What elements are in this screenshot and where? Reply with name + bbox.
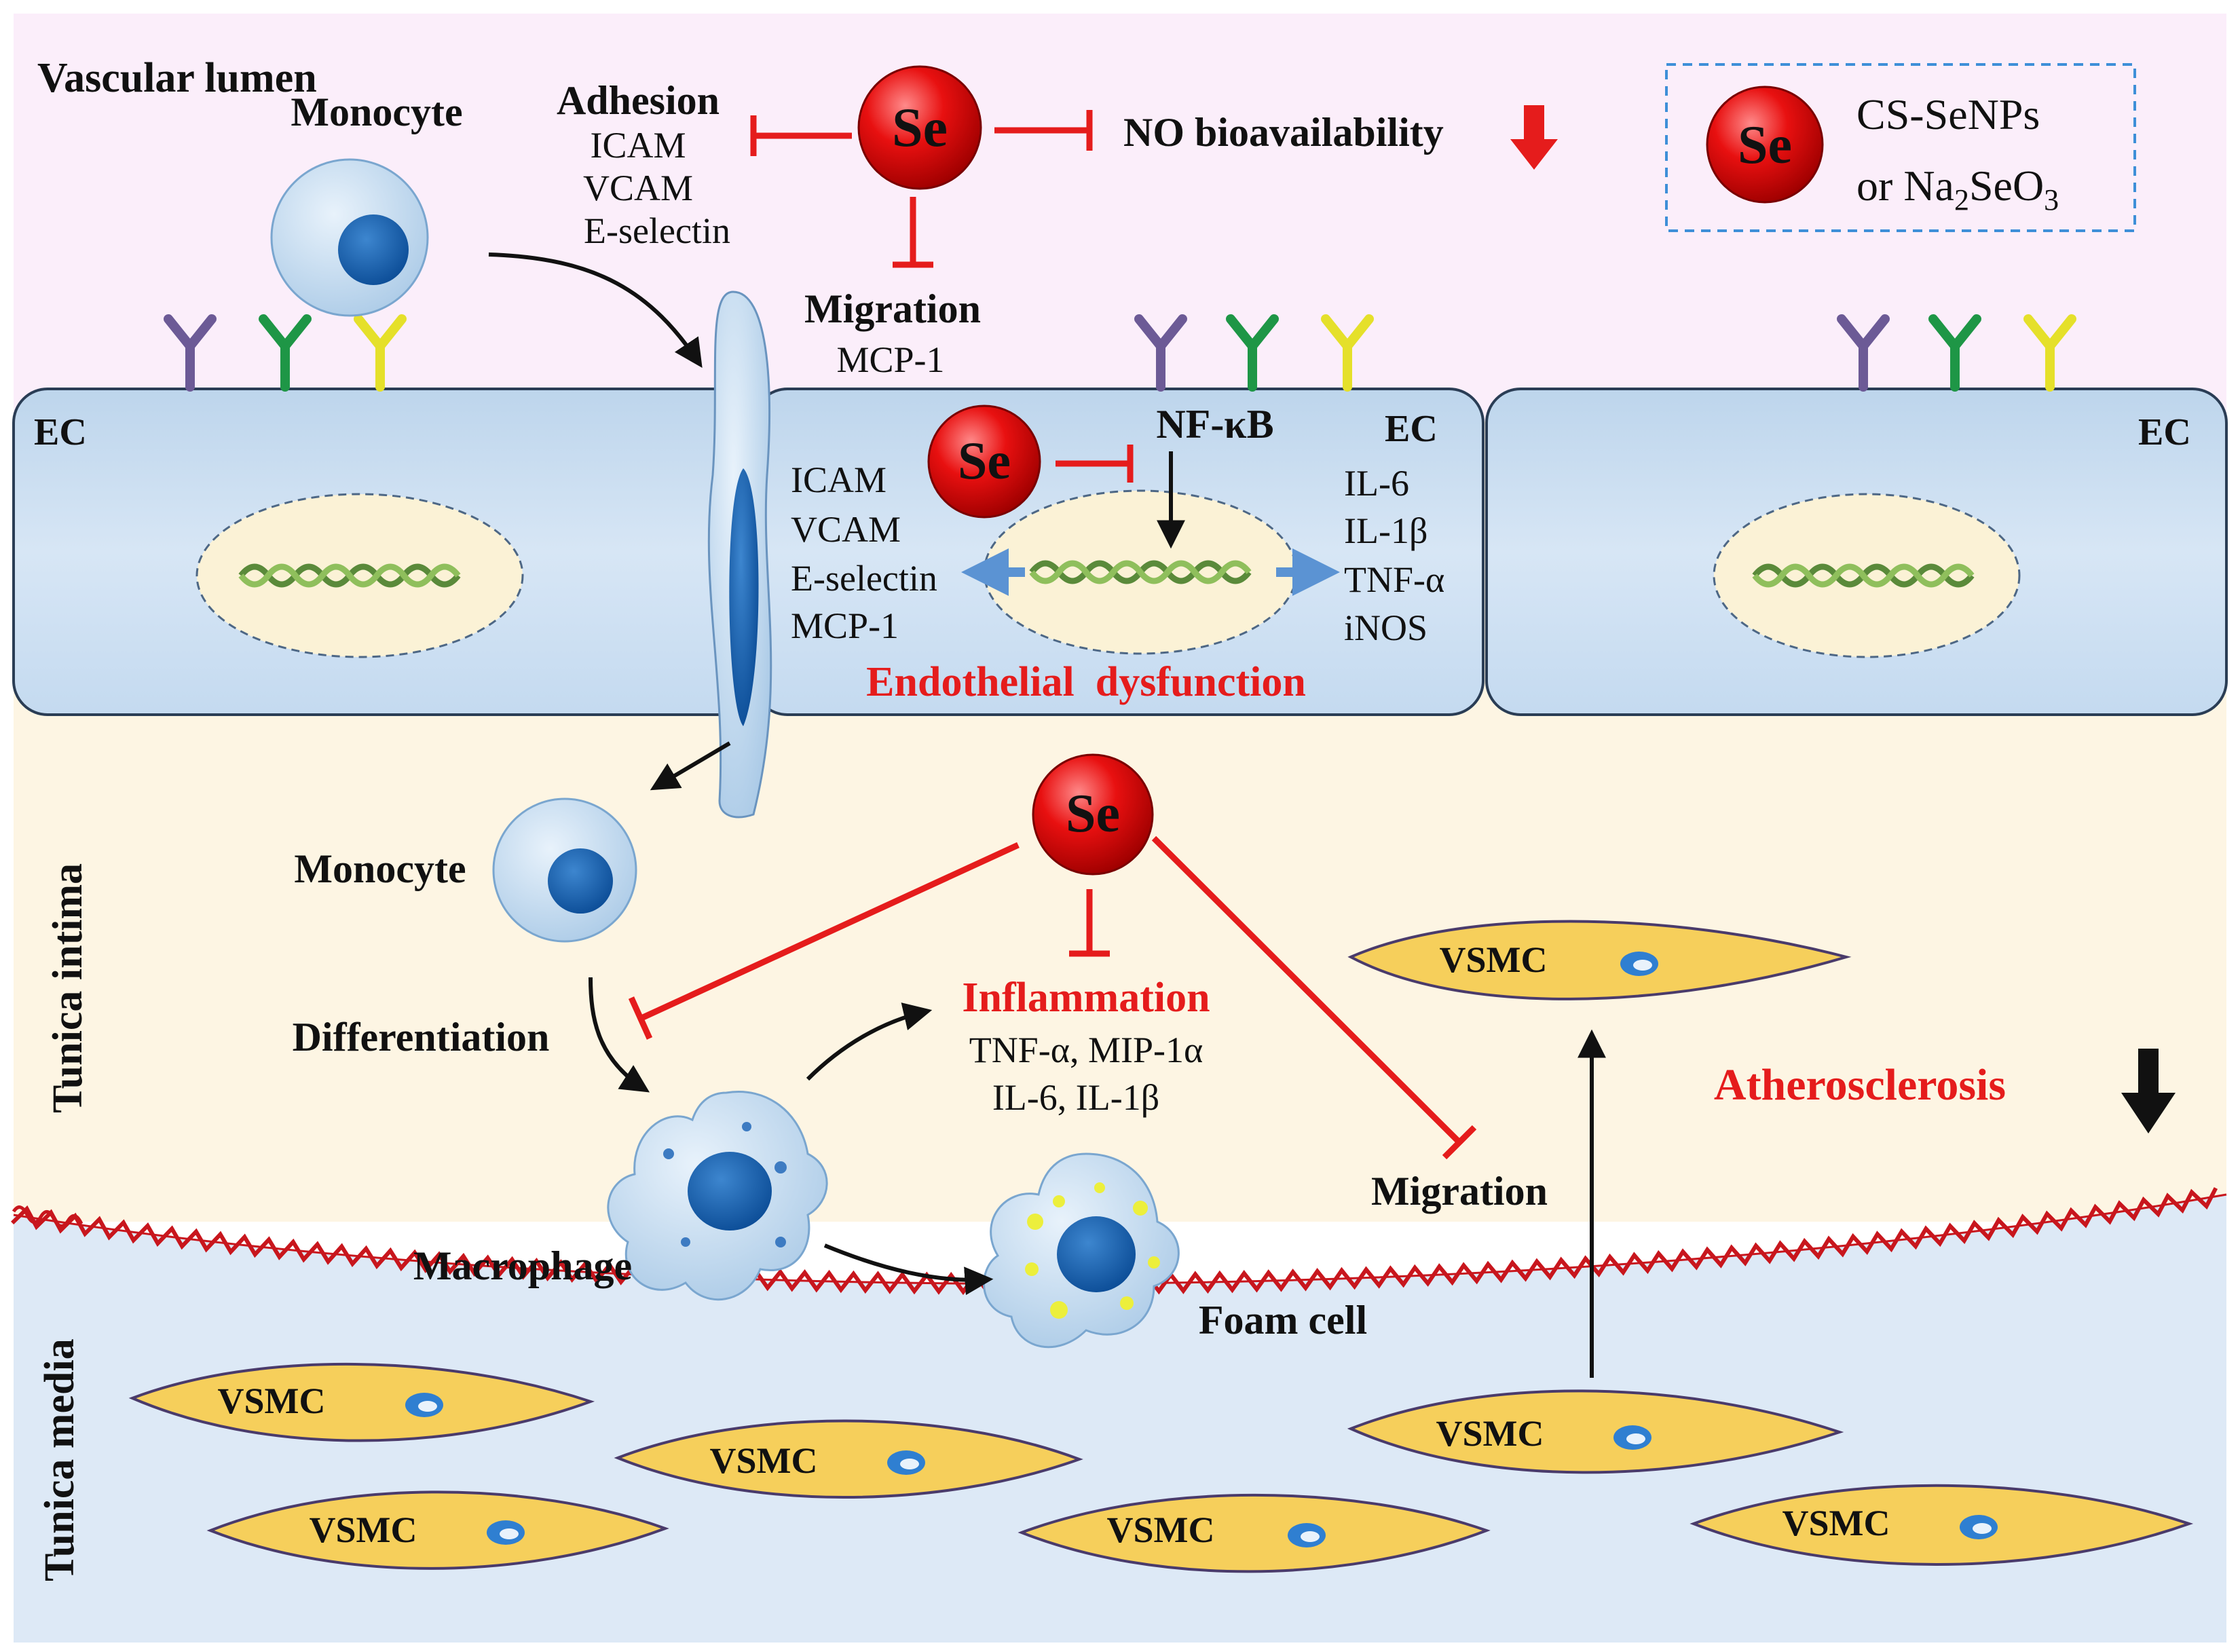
ec-label-right: EC bbox=[2138, 411, 2191, 453]
decrease-arrow-icon bbox=[1510, 105, 1558, 170]
receptor-icon bbox=[1321, 314, 1374, 392]
arrow-macrophage-to-foam bbox=[823, 1243, 994, 1296]
legend: Se CS-SeNPs or Na2SeO3 bbox=[1665, 63, 2136, 232]
ec-left-item-vcam: VCAM bbox=[791, 509, 901, 550]
monocyte-top bbox=[270, 158, 429, 317]
ec-nucleus-right bbox=[1713, 493, 2021, 658]
arrow-ec-to-monocyte bbox=[650, 741, 731, 791]
inflammation-label: Inflammation bbox=[962, 975, 1210, 1021]
migration-top-label: Migration bbox=[804, 286, 981, 331]
ec-right-item-inos: iNOS bbox=[1344, 607, 1427, 648]
inhibit-adhesion bbox=[750, 115, 852, 156]
migration-intima-label: Migration bbox=[1371, 1169, 1548, 1214]
se-ec-icon bbox=[927, 405, 1041, 519]
vsmc-cells: VSMC VSMC VSMC VSMC VSMC bbox=[128, 920, 2194, 1573]
se-intima-icon bbox=[1032, 753, 1154, 876]
receptor-icon bbox=[354, 314, 407, 392]
monocyte-intima bbox=[492, 797, 637, 943]
inhibit-nfkb bbox=[1056, 445, 1134, 483]
vsmc-cell: VSMC bbox=[1018, 1493, 1491, 1573]
adhesion-item-icam: ICAM bbox=[590, 125, 686, 166]
vsmc-label: VSMC bbox=[710, 1440, 818, 1481]
adhesion-item-eselectin: E-selectin bbox=[584, 210, 730, 251]
ec-left-item-mcp1: MCP-1 bbox=[791, 605, 899, 646]
inhibit-no-bioavailability bbox=[994, 110, 1093, 151]
atherosclerosis-decrease-arrow-icon bbox=[2121, 1049, 2176, 1133]
receptors bbox=[164, 314, 2076, 392]
transmigrating-monocyte bbox=[707, 290, 772, 819]
se-top-icon bbox=[857, 65, 982, 190]
vsmc-cell: VSMC bbox=[206, 1490, 669, 1570]
se-top-label: Se bbox=[892, 96, 948, 158]
atherosclerosis-label: Atherosclerosis bbox=[1714, 1060, 2006, 1110]
no-bioavailability-label: NO bioavailability bbox=[1123, 110, 1444, 155]
dna-icon bbox=[238, 563, 461, 588]
foam-cell bbox=[983, 1152, 1180, 1349]
legend-line2: or Na2SeO3 bbox=[1856, 162, 2059, 217]
mcp-top-label: MCP-1 bbox=[836, 339, 944, 380]
vsmc-label: VSMC bbox=[1107, 1509, 1215, 1550]
legend-line1: CS-SeNPs bbox=[1856, 90, 2040, 138]
ec-right-item-tnfa: TNF-α bbox=[1344, 559, 1444, 600]
receptor-icon bbox=[1837, 314, 1890, 392]
inhibit-differentiation bbox=[628, 842, 1020, 1040]
ec-nucleus-left bbox=[195, 493, 524, 658]
ec-right-item-il1b: IL-1β bbox=[1344, 510, 1427, 551]
inhibit-inflammation bbox=[1069, 889, 1110, 957]
receptor-icon bbox=[1134, 314, 1187, 392]
ec-right-item-il6: IL-6 bbox=[1344, 463, 1409, 504]
tunica-media-label: Tunica media bbox=[37, 1338, 83, 1581]
vsmc-label: VSMC bbox=[218, 1381, 326, 1421]
ec-nucleus-middle bbox=[983, 489, 1298, 655]
vsmc-label: VSMC bbox=[1440, 939, 1548, 980]
vsmc-label: VSMC bbox=[1436, 1413, 1544, 1454]
endothelial-dysfunction-label: Endothelial dysfunction bbox=[866, 659, 1306, 705]
cytokines-line1: TNF-α, MIP-1α bbox=[969, 1030, 1203, 1070]
nfkb-label: NF-κB bbox=[1156, 402, 1273, 447]
dna-icon bbox=[1029, 560, 1252, 584]
arrow-differentiation bbox=[589, 977, 650, 1093]
arrow-monocyte-to-ec bbox=[488, 252, 703, 368]
receptor-icon bbox=[259, 314, 312, 392]
ec-label-middle: EC bbox=[1385, 408, 1438, 450]
legend-box bbox=[1665, 63, 2136, 232]
ec-left-item-eselectin: E-selectin bbox=[791, 558, 937, 599]
receptor-icon bbox=[1226, 314, 1279, 392]
vsmc-label: VSMC bbox=[1782, 1503, 1890, 1543]
vsmc-cell: VSMC bbox=[1347, 920, 1852, 1000]
monocyte-intima-label: Monocyte bbox=[294, 846, 466, 891]
inhibit-migration-top bbox=[893, 197, 933, 268]
adhesion-item-vcam: VCAM bbox=[583, 168, 693, 208]
foam-cell-label: Foam cell bbox=[1199, 1298, 1367, 1343]
vsmc-cell: VSMC bbox=[614, 1419, 1083, 1499]
macrophage-cell bbox=[607, 1091, 828, 1301]
vsmc-label: VSMC bbox=[310, 1509, 417, 1550]
vsmc-cell: VSMC bbox=[1347, 1389, 1844, 1474]
dna-icon bbox=[1752, 563, 1975, 588]
tunica-intima-label: Tunica intima bbox=[45, 863, 91, 1113]
vascular-lumen-label: Vascular lumen bbox=[37, 55, 317, 101]
vsmc-cell: VSMC bbox=[1690, 1484, 2194, 1566]
legend-se-symbol: Se bbox=[1738, 115, 1792, 175]
se-ec-label: Se bbox=[958, 431, 1011, 490]
receptor-icon bbox=[2023, 314, 2076, 392]
inhibit-vsmc-migration bbox=[1151, 836, 1477, 1160]
cytokines-line2: IL-6, IL-1β bbox=[992, 1077, 1159, 1118]
monocyte-top-label: Monocyte bbox=[291, 90, 462, 134]
ec-left-item-icam: ICAM bbox=[791, 459, 886, 500]
arrow-macrophage-to-inflammation bbox=[806, 1002, 933, 1081]
ec-label-left: EC bbox=[34, 411, 87, 453]
adhesion-label: Adhesion bbox=[557, 78, 720, 123]
receptor-icon bbox=[1928, 314, 1981, 392]
vsmc-cell: VSMC bbox=[128, 1362, 595, 1442]
receptor-icon bbox=[164, 314, 217, 392]
differentiation-label: Differentiation bbox=[293, 1015, 550, 1059]
legend-se-icon bbox=[1706, 86, 1824, 204]
macrophage-label: Macrophage bbox=[413, 1243, 632, 1288]
se-intima-label: Se bbox=[1066, 784, 1120, 844]
